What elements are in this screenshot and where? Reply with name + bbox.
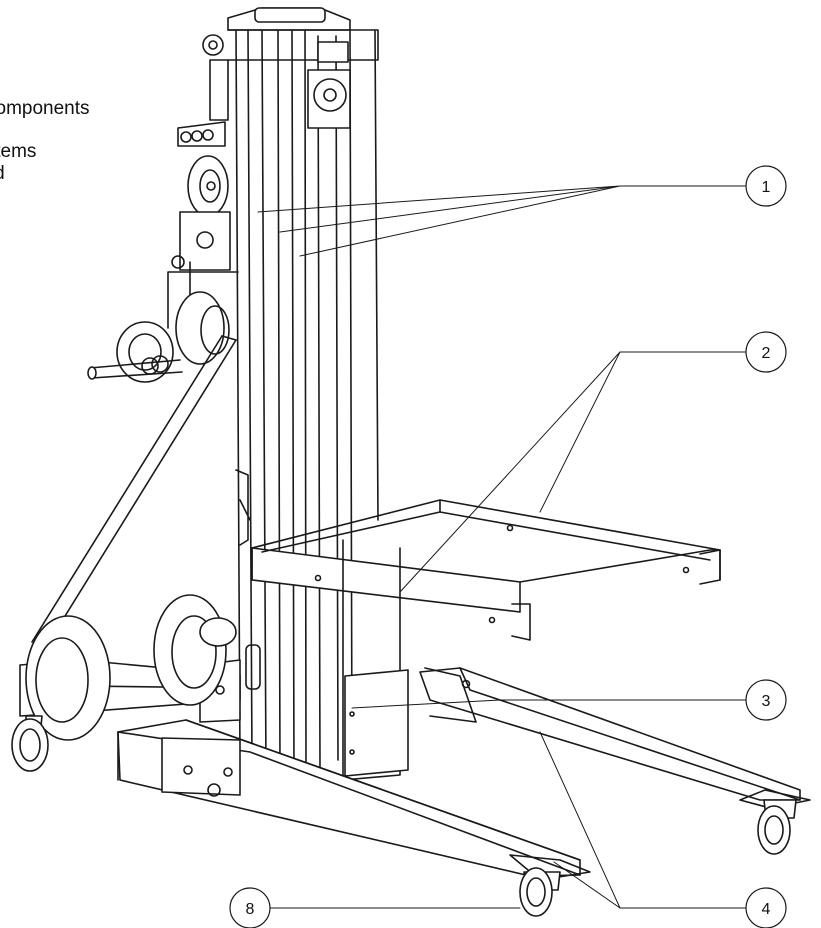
callout-label-8: 8 — [246, 901, 255, 918]
winch-assembly — [87, 34, 239, 383]
callout-3: 3 — [745, 679, 787, 721]
callout-label-1: 1 — [762, 179, 771, 196]
callout-label-4: 4 — [762, 901, 771, 918]
callout-leaders — [257, 185, 747, 909]
callout-8: 8 — [229, 887, 271, 928]
caption-line-1: components — [0, 98, 90, 119]
diagram-caption: components the items and — [0, 98, 110, 184]
wheels — [25, 594, 237, 741]
caster-left — [11, 715, 49, 772]
diagonal-brace — [31, 335, 237, 651]
caption-line-4: and — [0, 163, 110, 185]
callout-label-2: 2 — [762, 345, 771, 362]
caster-right — [757, 799, 797, 855]
base-legs — [19, 659, 811, 881]
caster-front — [519, 867, 561, 917]
callout-4: 4 — [745, 887, 787, 928]
caption-line-3: items — [0, 141, 37, 162]
mast — [227, 7, 379, 776]
callout-label-3: 3 — [762, 693, 771, 710]
carriage — [344, 669, 409, 777]
casters — [11, 715, 797, 917]
callout-2: 2 — [745, 331, 787, 373]
callout-1: 1 — [745, 165, 787, 207]
